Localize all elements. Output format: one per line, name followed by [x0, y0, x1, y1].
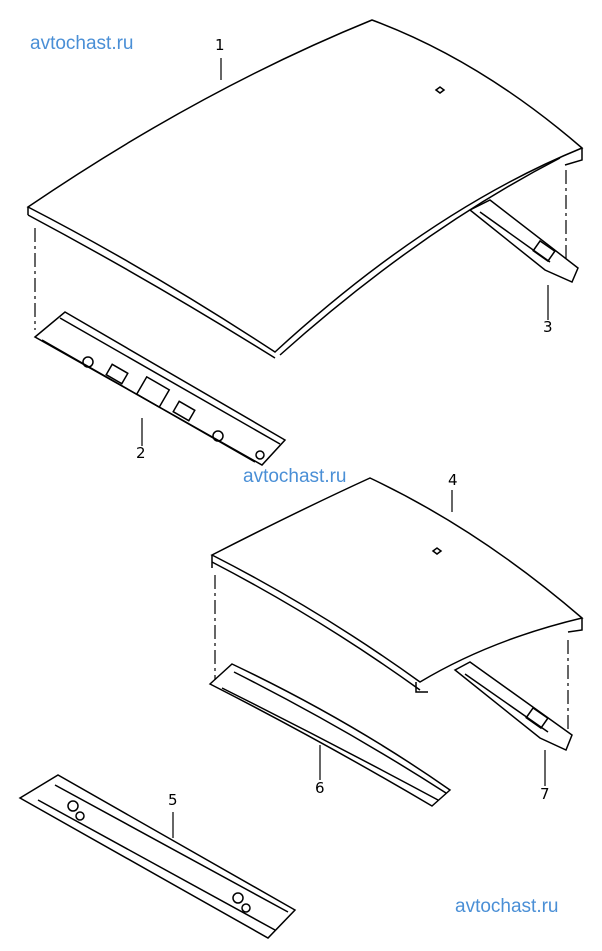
watermark: avtochast.ru	[243, 466, 347, 487]
rear-rail-part-3	[468, 199, 579, 283]
callout-3: 3	[543, 318, 553, 336]
callout-1: 1	[215, 36, 225, 54]
callout-7: 7	[540, 785, 550, 803]
callout-6: 6	[315, 779, 325, 797]
roof-panel-part-4	[210, 477, 584, 693]
callout-5: 5	[168, 791, 178, 809]
front-cross-member-part-2	[33, 311, 287, 466]
callout-2: 2	[136, 444, 146, 462]
leader-lines	[34, 58, 569, 838]
watermark: avtochast.ru	[30, 33, 134, 54]
panel-part-5	[18, 774, 297, 939]
watermark: avtochast.ru	[455, 896, 559, 917]
roof-panel-part-1	[26, 19, 584, 359]
cross-member-part-6	[208, 663, 452, 807]
callout-4: 4	[448, 471, 458, 489]
rear-rail-part-7	[453, 661, 573, 752]
